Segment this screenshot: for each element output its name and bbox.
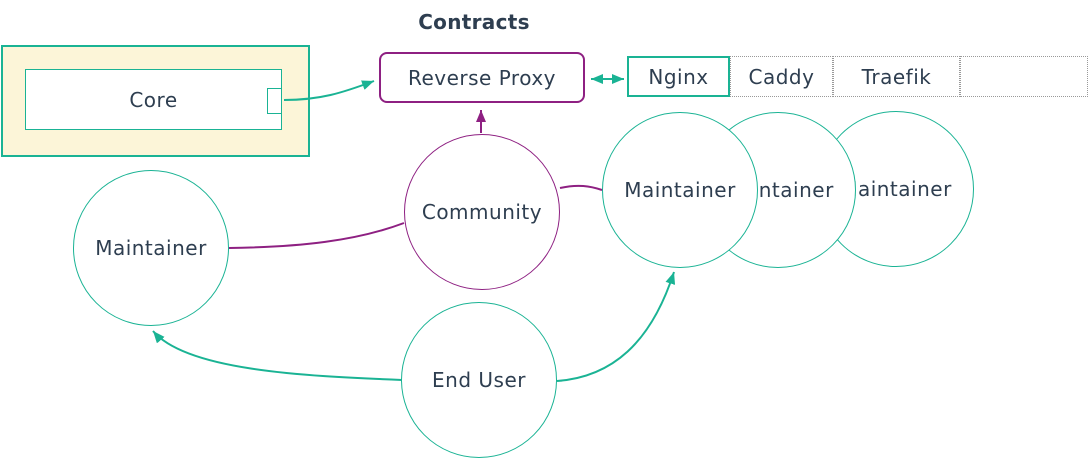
- edge-community-to-maintainer-left: [228, 222, 405, 249]
- node-reverse-proxy-label: Reverse Proxy: [407, 65, 557, 90]
- node-maintainer-left: Maintainer: [73, 170, 229, 326]
- edge-end-user-to-maintainer-right: [556, 271, 676, 382]
- proxy-option-cell-traefik: Traefik: [833, 56, 960, 97]
- node-community-label: Community: [421, 200, 543, 224]
- node-core-label: Core: [129, 87, 178, 112]
- diagram-title: Contracts: [418, 10, 530, 34]
- node-core: Core: [25, 69, 282, 130]
- proxy-option-cell-empty: [960, 56, 1088, 97]
- node-community: Community: [404, 134, 560, 290]
- proxy-option-cell-nginx: Nginx: [627, 56, 730, 97]
- node-reverse-proxy: Reverse Proxy: [379, 52, 585, 103]
- node-maintainer-left-label: Maintainer: [95, 236, 207, 260]
- node-end-user: End User: [401, 302, 557, 458]
- proxy-option-label-nginx: Nginx: [648, 64, 709, 89]
- proxy-option-cell-caddy: Caddy: [730, 56, 833, 97]
- core-output-port: [267, 88, 282, 114]
- node-maintainer-right-1-label: Maintainer: [624, 178, 736, 202]
- edge-community-to-maintainer-right: [559, 184, 603, 191]
- proxy-option-label-traefik: Traefik: [861, 64, 932, 89]
- edge-end-user-to-maintainer-left: [152, 330, 403, 381]
- node-maintainer-right-1: Maintainer: [602, 112, 758, 268]
- node-maintainer-right-3-label: Maintainer: [840, 177, 952, 201]
- proxy-option-label-caddy: Caddy: [748, 64, 815, 89]
- node-end-user-label: End User: [432, 368, 526, 392]
